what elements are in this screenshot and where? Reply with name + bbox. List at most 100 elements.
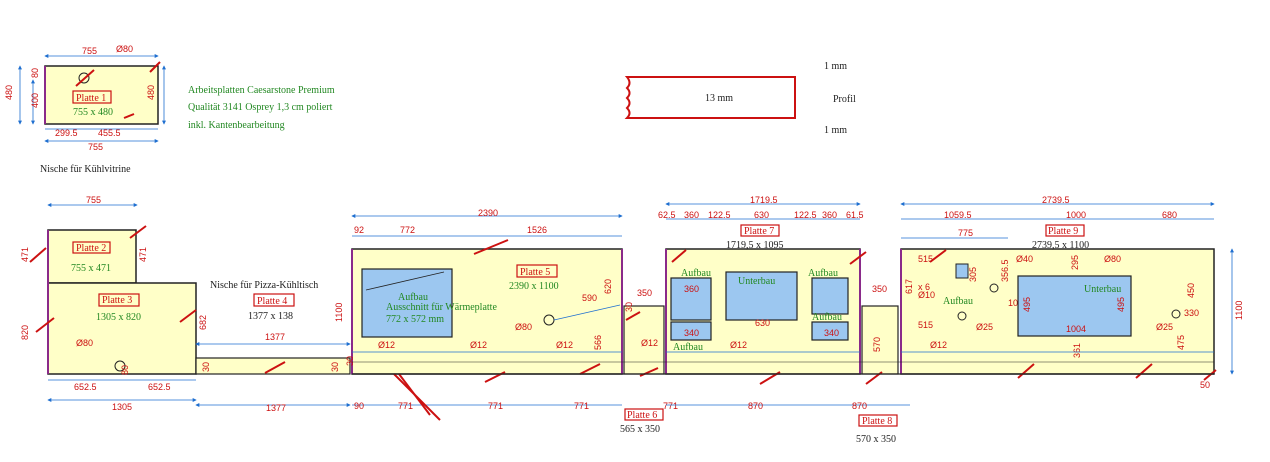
panel-2-label: Platte 2 xyxy=(76,243,106,254)
dim-label: 92 xyxy=(354,225,364,235)
dim-label: 62.5 xyxy=(658,210,676,220)
dim-label: 755 xyxy=(82,46,97,56)
dim-label: 471 xyxy=(138,247,148,262)
profile-thickness: 13 mm xyxy=(705,93,733,104)
panel-2-3-group: 755 Platte 2 755 x 471 471 471 Platte 3 … xyxy=(20,195,208,412)
hole-circle xyxy=(78,72,90,84)
dim-label: 1000 xyxy=(1066,210,1086,220)
cutout-desc: Ausschnitt für Wärmeplatte xyxy=(386,302,497,313)
cutout-title: Aufbau xyxy=(398,292,428,303)
dim-label: 652.5 xyxy=(148,382,171,392)
panel-4-shape[interactable] xyxy=(195,357,351,375)
cutout-size: 772 x 572 mm xyxy=(386,314,444,325)
panel-7-size: 1719,5 x 1095 xyxy=(726,240,784,251)
panel-9-group: 2739.5 1059.5 1000 680 Platte 9 2739,5 x… xyxy=(900,195,1244,390)
dim-label: 360 xyxy=(822,210,837,220)
dim-label: 775 xyxy=(958,228,973,238)
aufbau-cutout-left[interactable] xyxy=(670,277,712,321)
profile-top: 1 mm xyxy=(824,61,847,72)
dim-label: 682 xyxy=(198,315,208,330)
panel-6-label: Platte 6 xyxy=(627,410,657,421)
dim-label: 630 xyxy=(754,210,769,220)
dim-label: 771 xyxy=(663,401,678,411)
cutout-label: Aufbau xyxy=(673,342,703,353)
unterbau-cutout-large[interactable] xyxy=(1017,275,1132,337)
hole-circle xyxy=(989,283,999,293)
panel-1-label: Platte 1 xyxy=(76,93,106,104)
dim-label: 450 xyxy=(1186,283,1196,298)
niche-kuehlvitrine-label: Nische für Kühlvitrine xyxy=(40,164,131,175)
dim-label: 755 xyxy=(86,195,101,205)
dim-label: 340 xyxy=(684,328,699,338)
dim-label: 30 xyxy=(624,302,634,312)
dim-label: Ø80 xyxy=(1104,254,1121,264)
cutout-label: Unterbau xyxy=(1084,284,1121,295)
dim-label: 122.5 xyxy=(794,210,817,220)
panel-1-shape[interactable] xyxy=(44,65,159,125)
dim-label: 361 xyxy=(1072,343,1082,358)
panel-3-shape[interactable] xyxy=(47,282,197,375)
dim-label: 1377 xyxy=(265,332,285,342)
dim-label: x 6 xyxy=(918,282,930,292)
panel-5-group: 2390 92 772 1526 1100 Aufbau Ausschnitt … xyxy=(334,208,652,421)
aufbau-cutout-left-lower[interactable] xyxy=(670,321,712,341)
dim-label: 590 xyxy=(582,293,597,303)
dim-label: 630 xyxy=(755,318,770,328)
dim-label: 1526 xyxy=(527,225,547,235)
dim-label: 455.5 xyxy=(98,128,121,138)
dim-label: 90 xyxy=(354,401,364,411)
panel-2-shape[interactable] xyxy=(47,229,137,284)
dim-label: 617 xyxy=(904,279,914,294)
dim-label: 471 xyxy=(20,247,30,262)
dim-label: 495 xyxy=(1022,297,1032,312)
note-line-3: inkl. Kantenbearbeitung xyxy=(188,120,285,131)
profile-diagram: 13 mm 1 mm Profil 1 mm xyxy=(624,61,856,136)
dim-label: Ø12 xyxy=(378,340,395,350)
dim-label: 30 xyxy=(201,362,211,372)
panel-7-group: 1719.5 62.5 360 122.5 630 122.5 360 61.5… xyxy=(658,195,910,411)
dim-label: 480 xyxy=(146,85,156,100)
dim-label: Ø80 xyxy=(116,44,133,54)
dim-label: 360 xyxy=(684,284,699,294)
dim-label: 61.5 xyxy=(846,210,864,220)
dim-label: 299.5 xyxy=(55,128,78,138)
panel-3-label: Platte 3 xyxy=(102,295,132,306)
dim-label: 350 xyxy=(872,284,887,294)
unterbau-cutout-center[interactable] xyxy=(725,271,798,321)
aufbau-cutout-right-lower[interactable] xyxy=(811,321,849,341)
cutout-label: Unterbau xyxy=(738,276,775,287)
panel-8-shape[interactable] xyxy=(861,305,899,375)
dim-label: 2739.5 xyxy=(1042,195,1070,205)
hole-circle xyxy=(114,360,126,372)
dim-label: 1305 xyxy=(112,402,132,412)
aufbau-cutout-small[interactable] xyxy=(955,263,969,279)
cutout-label: Aufbau xyxy=(681,268,711,279)
dim-label: 1100 xyxy=(334,303,344,322)
dim-label: Ø12 xyxy=(556,340,573,350)
note-line-2: Qualität 3141 Osprey 1,3 cm poliert xyxy=(188,102,333,113)
panel-5-size: 2390 x 1100 xyxy=(509,281,559,292)
dim-label: 80 xyxy=(120,365,130,375)
dim-label: 652.5 xyxy=(74,382,97,392)
aufbau-cutout-right[interactable] xyxy=(811,277,849,315)
dim-label: 1719.5 xyxy=(750,195,778,205)
panel-9-label: Platte 9 xyxy=(1048,226,1078,237)
dim-label: Ø12 xyxy=(930,340,947,350)
dim-label: 620 xyxy=(603,279,613,294)
dim-label: 772 xyxy=(400,225,415,235)
panel-4-group: Nische für Pizza-Kühltisch Platte 4 1377… xyxy=(195,280,351,413)
dim-label: 1377 xyxy=(266,403,286,413)
hole-circle xyxy=(1171,309,1181,319)
dim-label: Ø12 xyxy=(641,338,658,348)
dim-label: 870 xyxy=(748,401,763,411)
dim-label: 30 xyxy=(345,356,355,366)
dim-label: 360 xyxy=(684,210,699,220)
dim-label: 350 xyxy=(637,288,652,298)
dim-label: 50 xyxy=(1200,380,1210,390)
panel-2-size: 755 x 471 xyxy=(71,263,111,274)
dim-label: 295 xyxy=(1070,255,1080,270)
panel-3-size: 1305 x 820 xyxy=(96,312,141,323)
dim-label: 340 xyxy=(824,328,839,338)
dim-label: 495 xyxy=(1116,297,1126,312)
dim-label: Ø12 xyxy=(470,340,487,350)
